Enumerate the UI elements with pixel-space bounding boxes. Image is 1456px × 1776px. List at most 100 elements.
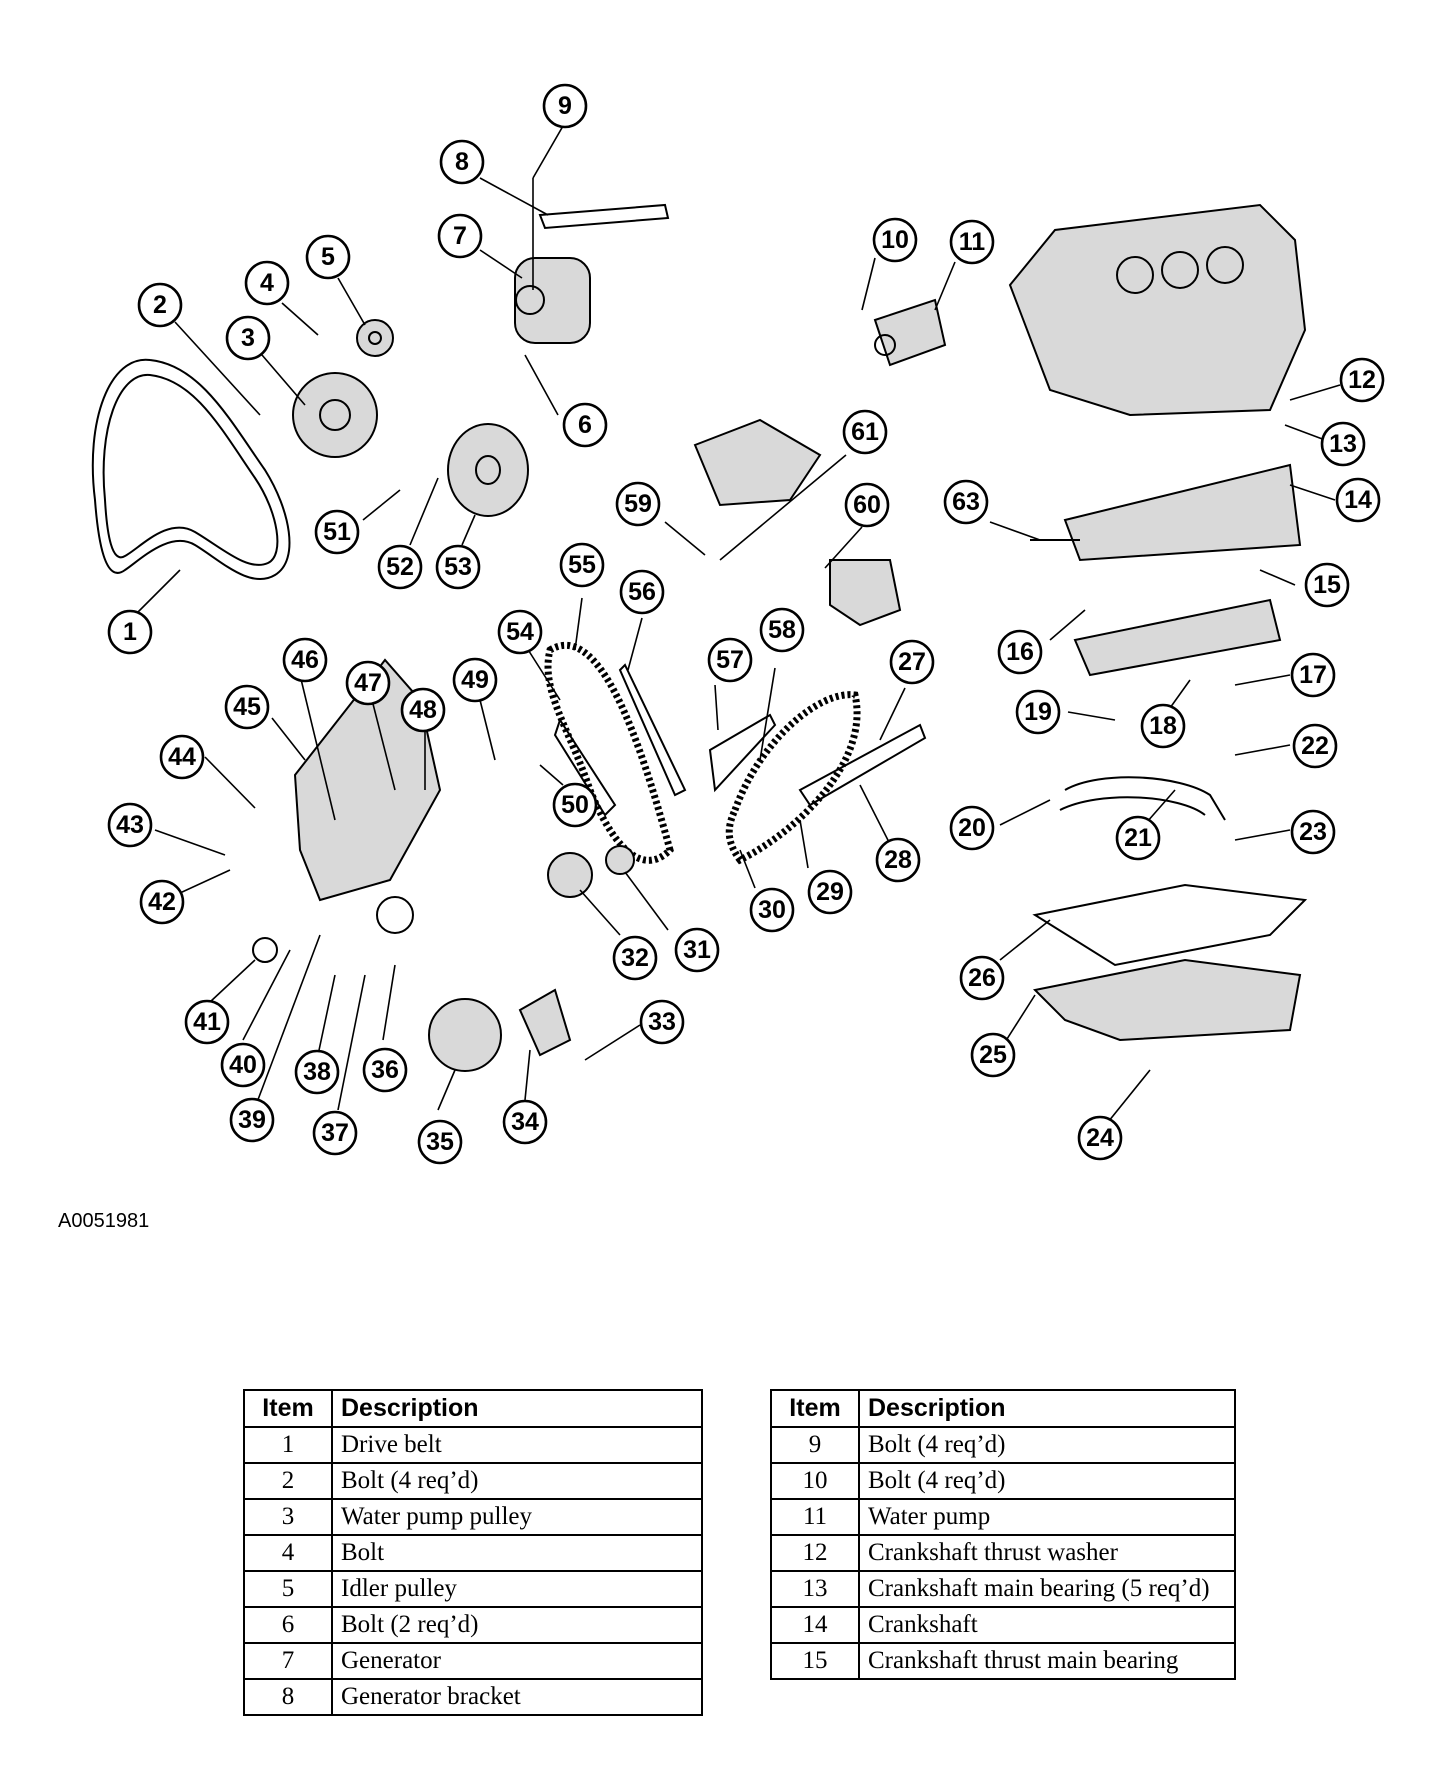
item-number: 9 (770, 1426, 860, 1464)
svg-text:5: 5 (321, 243, 335, 271)
item-description: Crankshaft main bearing (5 req’d) (858, 1570, 1236, 1608)
svg-text:43: 43 (116, 811, 144, 839)
callout-4: 4 (244, 260, 290, 306)
item-description: Crankshaft thrust main bearing (858, 1642, 1236, 1680)
svg-text:57: 57 (716, 646, 744, 674)
svg-text:36: 36 (371, 1056, 399, 1084)
svg-text:18: 18 (1149, 712, 1177, 740)
table-header-row: Item Description (243, 1389, 703, 1428)
callout-55: 55 (559, 542, 605, 588)
svg-text:8: 8 (455, 148, 469, 176)
callout-13: 13 (1320, 421, 1366, 467)
front-seal-drawing (252, 937, 278, 963)
item-number: 7 (243, 1642, 333, 1680)
svg-text:52: 52 (386, 553, 414, 581)
callout-41: 41 (184, 999, 230, 1045)
svg-text:56: 56 (628, 578, 656, 606)
callout-27: 27 (889, 639, 935, 685)
idler-pulley-drawing (356, 319, 394, 357)
item-description: Water pump pulley (331, 1498, 703, 1536)
svg-text:42: 42 (148, 888, 176, 916)
svg-text:46: 46 (291, 646, 319, 674)
item-number: 4 (243, 1534, 333, 1572)
callout-28: 28 (875, 837, 921, 883)
svg-text:23: 23 (1299, 818, 1327, 846)
callout-14: 14 (1335, 477, 1381, 523)
ac-compressor-drawing (693, 418, 822, 507)
callout-25: 25 (970, 1032, 1016, 1078)
svg-text:12: 12 (1348, 366, 1376, 394)
svg-text:39: 39 (238, 1106, 266, 1134)
svg-text:22: 22 (1301, 732, 1329, 760)
crankshaft-pulley-drawing (447, 423, 529, 517)
generator-bracket-drawing (538, 203, 670, 230)
svg-text:7: 7 (453, 222, 467, 250)
callout-16: 16 (997, 629, 1043, 675)
callout-51: 51 (314, 509, 360, 555)
callout-24: 24 (1077, 1115, 1123, 1161)
callout-10: 10 (872, 217, 918, 263)
callout-33: 33 (639, 999, 685, 1045)
svg-text:9: 9 (558, 92, 572, 120)
svg-text:25: 25 (979, 1041, 1007, 1069)
svg-text:26: 26 (968, 964, 996, 992)
callout-59: 59 (615, 481, 661, 527)
item-number: 3 (243, 1498, 333, 1536)
oil-pickup-tube-drawing (1059, 776, 1226, 821)
item-description: Bolt (4 req’d) (331, 1462, 703, 1500)
timing-guides-drawing (553, 663, 927, 817)
callout-17: 17 (1290, 652, 1336, 698)
callout-57: 57 (707, 637, 753, 683)
callout-26: 26 (959, 955, 1005, 1001)
crankshaft-drawing (1030, 463, 1302, 562)
callout-58: 58 (759, 607, 805, 653)
svg-text:28: 28 (884, 846, 912, 874)
item-description: Generator (331, 1642, 703, 1680)
callout-8: 8 (439, 139, 485, 185)
svg-text:31: 31 (683, 936, 711, 964)
svg-text:51: 51 (323, 518, 351, 546)
svg-text:63: 63 (952, 488, 980, 516)
svg-text:17: 17 (1299, 661, 1327, 689)
callout-23: 23 (1290, 809, 1336, 855)
svg-text:11: 11 (959, 228, 986, 256)
svg-text:13: 13 (1329, 430, 1357, 458)
callout-11: 11 (949, 219, 995, 265)
column-header-description: Description (331, 1389, 703, 1428)
callout-7: 7 (437, 213, 483, 259)
svg-text:35: 35 (426, 1128, 454, 1156)
callout-38: 38 (294, 1049, 340, 1095)
item-number: 12 (770, 1534, 860, 1572)
item-description: Bolt (2 req’d) (331, 1606, 703, 1644)
callout-12: 12 (1339, 357, 1385, 403)
svg-text:49: 49 (461, 666, 489, 694)
svg-text:33: 33 (648, 1008, 676, 1036)
drive-belt-drawing (91, 358, 291, 581)
callout-30: 30 (749, 887, 795, 933)
figure-code: A0051981 (58, 1210, 150, 1232)
callout-46: 46 (282, 637, 328, 683)
item-number: 8 (243, 1678, 333, 1716)
column-header-description: Description (858, 1389, 1236, 1428)
svg-text:6: 6 (578, 411, 592, 439)
callout-56: 56 (619, 569, 665, 615)
callout-37: 37 (312, 1110, 358, 1156)
oil-pump-drawing (829, 559, 902, 627)
item-number: 6 (243, 1606, 333, 1644)
crankshaft-sprockets-drawing (547, 845, 635, 898)
engine-block-drawing (1008, 203, 1307, 417)
item-description: Bolt (4 req’d) (858, 1426, 1236, 1464)
svg-text:61: 61 (851, 418, 879, 446)
callout-1: 1 (107, 609, 153, 655)
callout-45: 45 (224, 684, 270, 730)
callout-63: 63 (943, 479, 989, 525)
callout-53: 53 (435, 544, 481, 590)
item-description: Drive belt (331, 1426, 703, 1464)
